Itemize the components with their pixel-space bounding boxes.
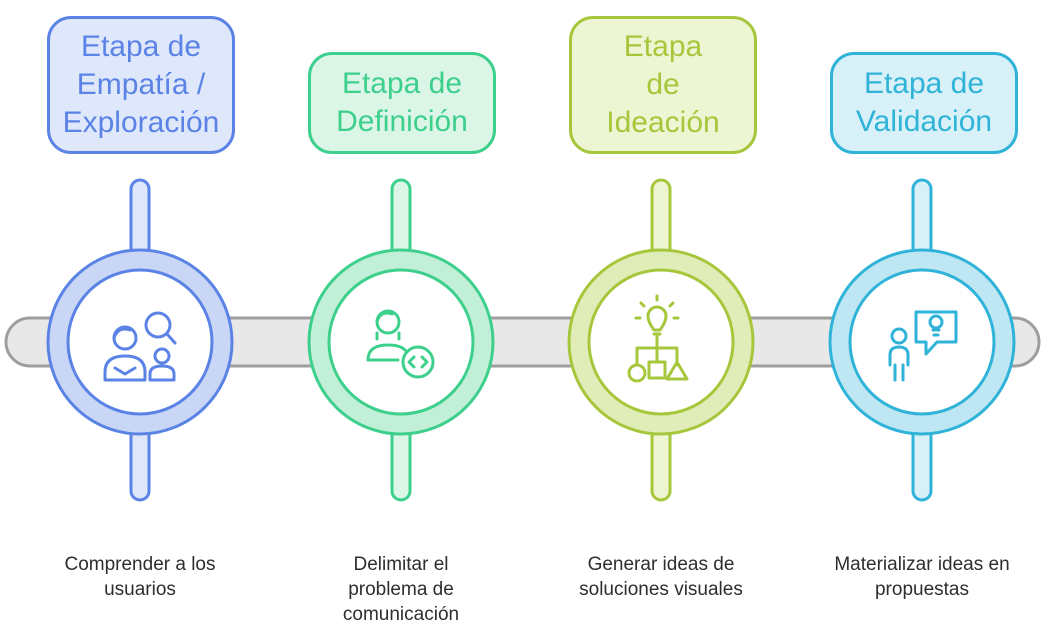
stage-3-title: Etapa de Ideación (606, 30, 720, 139)
stage-3-description: Generar ideas de soluciones visuales (579, 554, 743, 600)
stage-4-description: Materializar ideas en propuestas (834, 554, 1010, 600)
stage-4-connector-top (911, 178, 933, 262)
stage-1-circle (46, 248, 234, 436)
lightbulb-shapes-icon (627, 294, 689, 383)
stage-3-circle (567, 248, 755, 436)
stage-2-circle (307, 248, 495, 436)
stage-3-title-box: Etapa de Ideación (569, 16, 757, 154)
stage-1-title: Etapa de Empatía / Exploración (62, 30, 220, 139)
stage-1-title-box: Etapa de Empatía / Exploración (47, 16, 235, 154)
users-search-icon (103, 311, 177, 382)
stage-2-title: Etapa de Definición (336, 67, 468, 138)
stage-2-title-box: Etapa de Definición (308, 52, 496, 154)
timeline-bar (4, 316, 1041, 368)
stage-1-description: Comprender a los usuarios (64, 554, 216, 600)
stage-4-title-box: Etapa de Validación (830, 52, 1018, 154)
stage-2-description: Delimitar el problema de comunicación (342, 554, 460, 625)
stage-3-connector-top (650, 178, 672, 262)
person-idea-bubble-icon (888, 310, 958, 382)
stage-2-connector-top (390, 178, 412, 262)
person-code-icon (366, 309, 435, 379)
stage-1-connector-top (129, 178, 151, 262)
stage-4-title: Etapa de Validación (855, 67, 993, 138)
